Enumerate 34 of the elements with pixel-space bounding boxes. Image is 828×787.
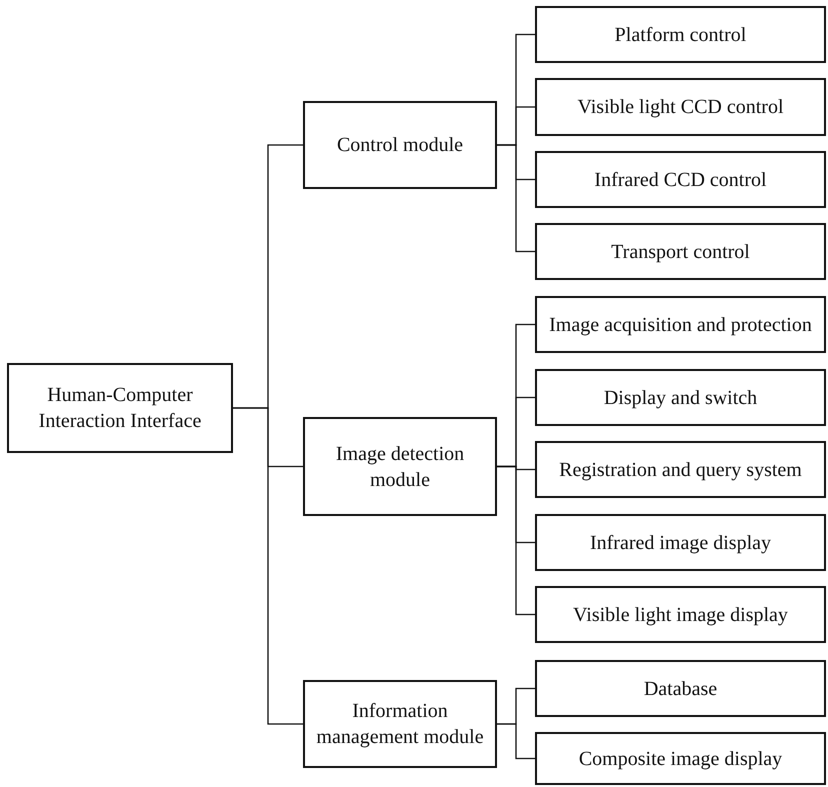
node-label: Image detection module (334, 442, 466, 492)
node-label: Visible light image display (573, 602, 788, 628)
process-box (535, 6, 826, 63)
node-label: Human-Computer Interaction Interface (38, 383, 202, 434)
node-label: Platform control (614, 22, 746, 48)
node-label: Database (644, 676, 718, 702)
node-label: Display and switch (604, 386, 758, 410)
process-box (535, 514, 826, 571)
node-label: Transport control (611, 240, 750, 264)
node-label: Image acquisition and protection (549, 312, 812, 338)
process-box (535, 732, 826, 785)
process-box (535, 369, 826, 426)
process-box (303, 680, 497, 768)
process-box (535, 223, 826, 280)
connector-line (233, 407, 303, 725)
connector-line (497, 723, 535, 760)
process-box (535, 660, 826, 717)
process-box (303, 417, 497, 516)
process-box (535, 151, 826, 208)
node-label: Infrared CCD control (594, 168, 767, 192)
node-label: Visible light CCD control (577, 95, 784, 120)
node-label: Infrared image display (590, 530, 772, 556)
process-box (535, 441, 826, 498)
process-box (535, 78, 826, 136)
process-box (7, 363, 233, 453)
node-label: Control module (336, 133, 464, 158)
node-label: Composite image display (578, 746, 782, 772)
process-box (535, 296, 826, 353)
connector-line (497, 144, 535, 252)
node-label: Registration and query system (559, 458, 802, 482)
node-label: Information management module (315, 699, 485, 750)
process-box (303, 101, 497, 189)
connector-line (497, 466, 535, 616)
process-box (535, 586, 826, 643)
